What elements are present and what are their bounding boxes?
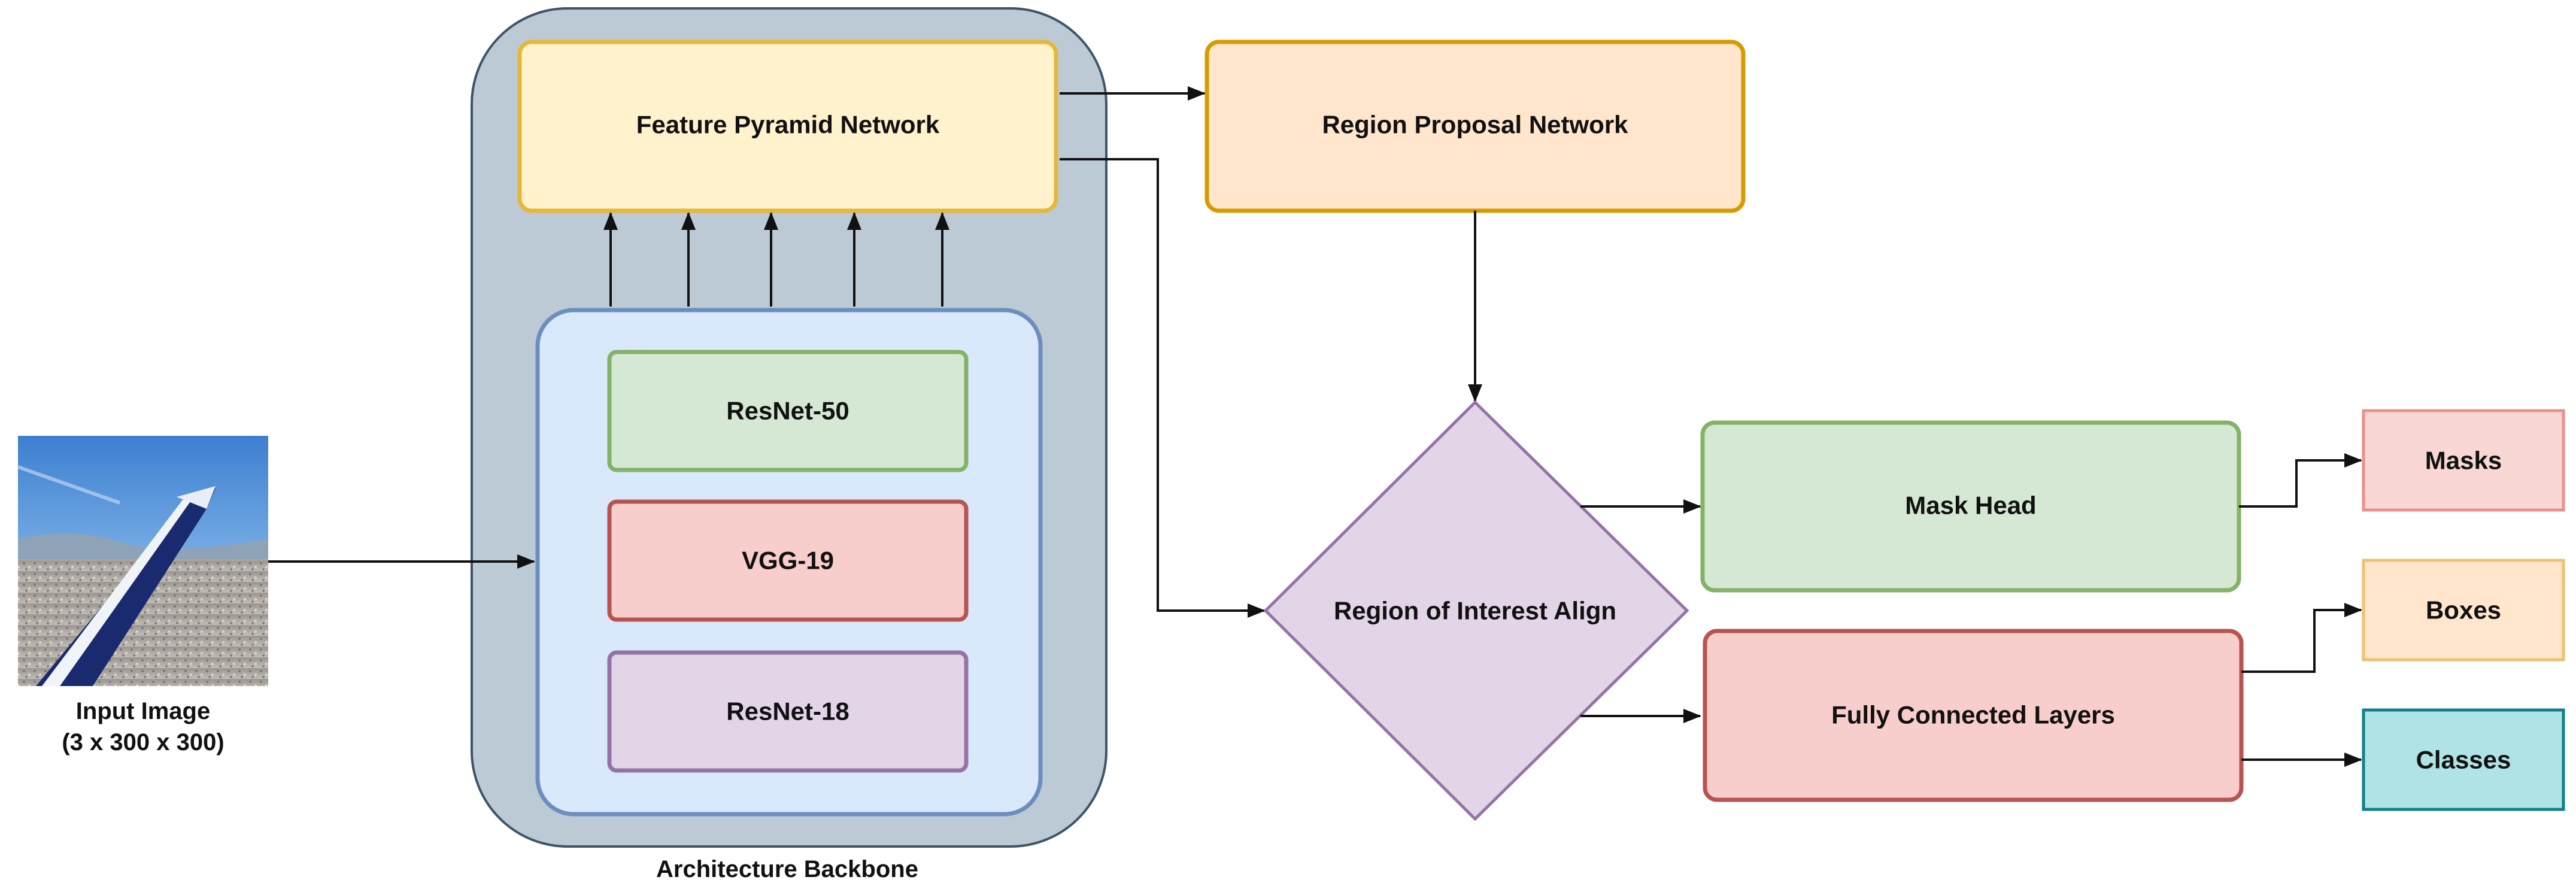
backbone-label: Architecture Backbone [656, 856, 918, 882]
resnet50-box [607, 350, 969, 472]
fc-layers-label: Fully Connected Layers [1831, 701, 2115, 729]
backbone-to-fpn-arrows [603, 212, 949, 307]
fc-to-boxes-arrow [2241, 603, 2362, 673]
masks-box [2362, 409, 2565, 512]
fc-layers-box [1703, 629, 2244, 802]
masks-label: Masks [2425, 447, 2502, 475]
roi-align-diamond [1263, 400, 1689, 821]
input-image-subtitle: (3 x 300 x 300) [62, 729, 224, 756]
rpn-label: Region Proposal Network [1322, 111, 1628, 139]
input-image-title: Input Image [76, 698, 210, 724]
mask-head-label: Mask Head [1905, 491, 2036, 520]
boxes-label: Boxes [2426, 596, 2501, 624]
resnet18-box [607, 650, 969, 773]
resnet50-label: ResNet-50 [726, 397, 849, 425]
vgg19-box [607, 499, 969, 622]
fpn-label: Feature Pyramid Network [636, 111, 940, 139]
fpn-box [517, 40, 1058, 213]
roi-align-label: Region of Interest Align [1334, 597, 1616, 625]
vgg19-label: VGG-19 [742, 547, 834, 575]
resnet18-label: ResNet-18 [726, 697, 849, 726]
classes-box [2362, 708, 2565, 811]
classes-label: Classes [2416, 746, 2511, 774]
input-image [18, 436, 268, 686]
boxes-box [2362, 559, 2565, 662]
fpn-to-roi-arrow [1060, 158, 1266, 618]
mask-to-masks-arrow [2239, 453, 2362, 508]
